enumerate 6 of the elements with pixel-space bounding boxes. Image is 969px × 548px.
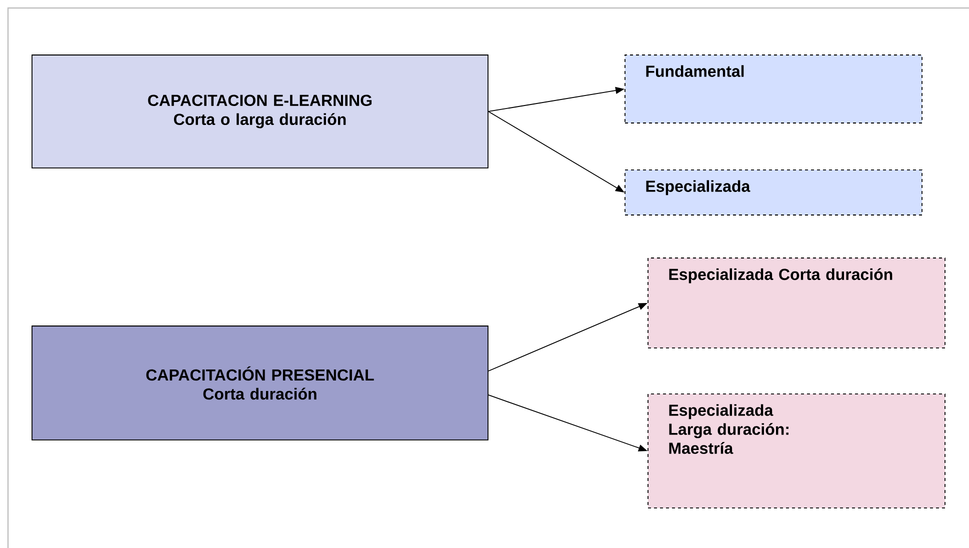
category-box: CAPACITACION E-LEARNING Corta o larga duración [32, 54, 488, 168]
option-box: Fundamental [624, 54, 922, 124]
option-box: Especializada Corta duración [648, 258, 946, 348]
option-box: Especializada Larga duración: Maestría [648, 394, 946, 508]
category-box: CAPACITACIÓN PRESENCIAL Corta duración [32, 326, 488, 440]
option-box: Especializada [624, 170, 922, 216]
